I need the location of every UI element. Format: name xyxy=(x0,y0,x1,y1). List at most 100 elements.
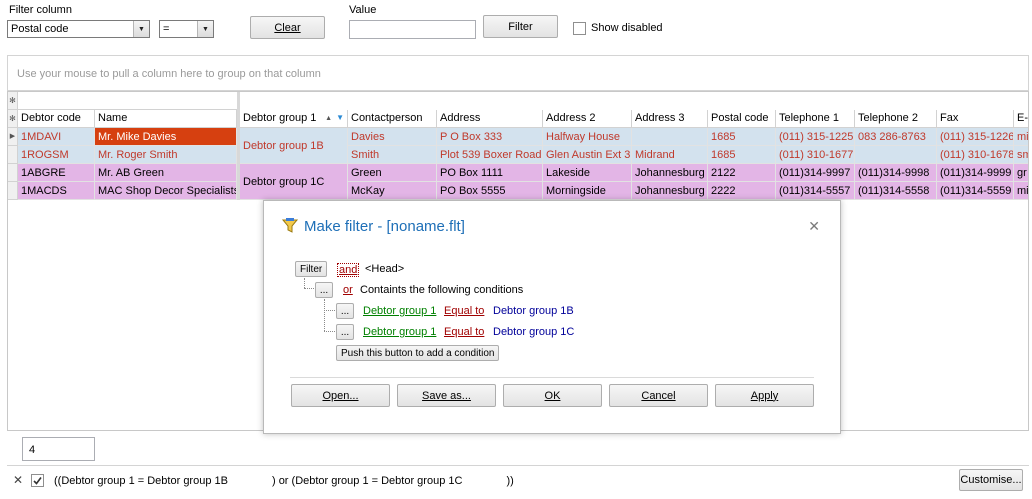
table-cell-tel1[interactable]: (011) 315-1225 xyxy=(776,128,855,146)
group-cell[interactable]: Debtor group 1C xyxy=(240,164,348,200)
column-header-debtor-group[interactable]: Debtor group 1 ▲▼ xyxy=(240,110,348,128)
add-condition-button[interactable]: Push this button to add a condition xyxy=(336,345,500,361)
column-header-fax[interactable]: Fax xyxy=(937,110,1014,128)
column-header-email[interactable]: E- xyxy=(1014,110,1028,128)
close-icon[interactable]: ✕ xyxy=(808,218,820,234)
table-cell-email[interactable]: sm xyxy=(1014,146,1028,164)
table-cell-tel2[interactable]: 083 286-8763 xyxy=(855,128,937,146)
table-cell-tel2[interactable] xyxy=(855,146,937,164)
save-as-button-label: Save as... xyxy=(422,389,471,402)
root-and-link[interactable]: and xyxy=(337,263,360,277)
condition-field-link[interactable]: Debtor group 1 xyxy=(363,326,437,338)
table-cell-email[interactable]: mi xyxy=(1014,182,1028,200)
clear-button[interactable]: Clear xyxy=(250,16,325,39)
column-header-address3[interactable]: Address 3 xyxy=(632,110,708,128)
table-cell-fax[interactable]: (011) 315-1226 xyxy=(937,128,1014,146)
filter-root-button[interactable]: Filter xyxy=(295,261,328,277)
filter-expression-text[interactable]: ((Debtor group 1 = Debtor group 1B) or (… xyxy=(54,475,514,487)
row-indicator[interactable] xyxy=(8,146,18,164)
sort-ascending-icon[interactable]: ▲ xyxy=(325,115,332,122)
value-input[interactable] xyxy=(349,20,476,39)
customise-button[interactable]: Customise... xyxy=(959,469,1023,491)
table-cell-debtor-code[interactable]: 1ROGSM xyxy=(18,146,95,164)
group-by-panel[interactable]: Use your mouse to pull a column here to … xyxy=(7,55,1029,91)
table-cell-debtor-code[interactable]: 1MACDS xyxy=(18,182,95,200)
table-cell-address[interactable]: Plot 539 Boxer Road xyxy=(437,146,543,164)
table-cell-name[interactable]: MAC Shop Decor Specialists xyxy=(95,182,237,200)
table-cell-debtor-code[interactable]: 1MDAVI xyxy=(18,128,95,146)
table-cell-tel2[interactable]: (011)314-5558 xyxy=(855,182,937,200)
column-header-name[interactable]: Name xyxy=(95,110,237,128)
table-cell-address3[interactable] xyxy=(632,128,708,146)
filter-enabled-checkbox[interactable] xyxy=(31,474,44,487)
table-cell-address2[interactable]: Halfway House xyxy=(543,128,632,146)
table-cell-fax[interactable]: (011)314-5559 xyxy=(937,182,1014,200)
table-cell-debtor-code[interactable]: 1ABGRE xyxy=(18,164,95,182)
table-cell-contact[interactable]: McKay xyxy=(348,182,437,200)
table-cell-email[interactable]: gr xyxy=(1014,164,1028,182)
column-header-debtor-code[interactable]: Debtor code xyxy=(18,110,95,128)
column-header-tel2[interactable]: Telephone 2 xyxy=(855,110,937,128)
current-row-icon[interactable]: ▶ xyxy=(8,128,18,146)
table-cell-address2[interactable]: Lakeside xyxy=(543,164,632,182)
table-cell-fax[interactable]: (011) 310-1678 xyxy=(937,146,1014,164)
filter-column-select[interactable]: Postal code ▼ xyxy=(7,20,150,38)
column-header-contact[interactable]: Contactperson xyxy=(348,110,437,128)
table-cell-address[interactable]: P O Box 333 xyxy=(437,128,543,146)
condition-field-link[interactable]: Debtor group 1 xyxy=(363,305,437,317)
table-cell-postal[interactable]: 2222 xyxy=(708,182,776,200)
cancel-button[interactable]: Cancel xyxy=(609,384,708,407)
fixed-column-separator[interactable] xyxy=(237,92,240,200)
table-cell-postal[interactable]: 1685 xyxy=(708,146,776,164)
save-as-button[interactable]: Save as... xyxy=(397,384,496,407)
table-cell-address2[interactable]: Morningside xyxy=(543,182,632,200)
table-cell-address[interactable]: PO Box 5555 xyxy=(437,182,543,200)
table-cell-tel1[interactable]: (011)314-9997 xyxy=(776,164,855,182)
row-indicator[interactable] xyxy=(8,182,18,200)
table-cell-address3[interactable]: Johannesburg xyxy=(632,182,708,200)
condition-value[interactable]: Debtor group 1B xyxy=(493,305,574,317)
table-cell-tel1[interactable]: (011) 310-1677 xyxy=(776,146,855,164)
table-cell-name[interactable]: Mr. Mike Davies xyxy=(95,128,237,146)
chevron-down-icon[interactable]: ▼ xyxy=(133,21,149,37)
ok-button[interactable]: OK xyxy=(503,384,602,407)
table-cell-address[interactable]: PO Box 1111 xyxy=(437,164,543,182)
table-cell-name[interactable]: Mr. Roger Smith xyxy=(95,146,237,164)
column-header-address2[interactable]: Address 2 xyxy=(543,110,632,128)
table-cell-tel2[interactable]: (011)314-9998 xyxy=(855,164,937,182)
row-indicator[interactable] xyxy=(8,164,18,182)
table-cell-address3[interactable]: Midrand xyxy=(632,146,708,164)
column-header-tel1[interactable]: Telephone 1 xyxy=(776,110,855,128)
group-or-link[interactable]: or xyxy=(343,284,353,296)
group-cell[interactable]: Debtor group 1B xyxy=(240,128,348,164)
table-cell-postal[interactable]: 2122 xyxy=(708,164,776,182)
condition-operator-link[interactable]: Equal to xyxy=(444,305,485,317)
column-header-address[interactable]: Address xyxy=(437,110,543,128)
apply-button[interactable]: Apply xyxy=(715,384,814,407)
table-cell-name[interactable]: Mr. AB Green xyxy=(95,164,237,182)
table-cell-address3[interactable]: Johannesburg xyxy=(632,164,708,182)
table-cell-address2[interactable]: Glen Austin Ext 3 xyxy=(543,146,632,164)
table-cell-postal[interactable]: 1685 xyxy=(708,128,776,146)
chevron-down-icon[interactable]: ▼ xyxy=(197,21,213,37)
column-filter-icon[interactable]: ▼ xyxy=(336,113,344,122)
show-disabled-checkbox[interactable] xyxy=(573,22,586,35)
condition-ellipsis-button[interactable]: ... xyxy=(336,324,354,340)
table-cell-email[interactable]: mi xyxy=(1014,128,1028,146)
table-cell-fax[interactable]: (011)314-9999 xyxy=(937,164,1014,182)
open-button[interactable]: Open... xyxy=(291,384,390,407)
table-cell-contact[interactable]: Smith xyxy=(348,146,437,164)
record-count-field[interactable]: 4 xyxy=(22,437,95,461)
condition-value[interactable]: Debtor group 1C xyxy=(493,326,575,338)
condition-operator-link[interactable]: Equal to xyxy=(444,326,485,338)
filter-button[interactable]: Filter xyxy=(483,15,558,38)
condition-ellipsis-button[interactable]: ... xyxy=(336,303,354,319)
table-cell-tel1[interactable]: (011)314-5557 xyxy=(776,182,855,200)
table-cell-contact[interactable]: Green xyxy=(348,164,437,182)
close-icon[interactable]: ✕ xyxy=(13,473,24,487)
column-header-postal[interactable]: Postal code xyxy=(708,110,776,128)
operator-select[interactable]: = ▼ xyxy=(159,20,214,38)
table-cell-contact[interactable]: Davies xyxy=(348,128,437,146)
group-ellipsis-button[interactable]: ... xyxy=(315,282,333,298)
